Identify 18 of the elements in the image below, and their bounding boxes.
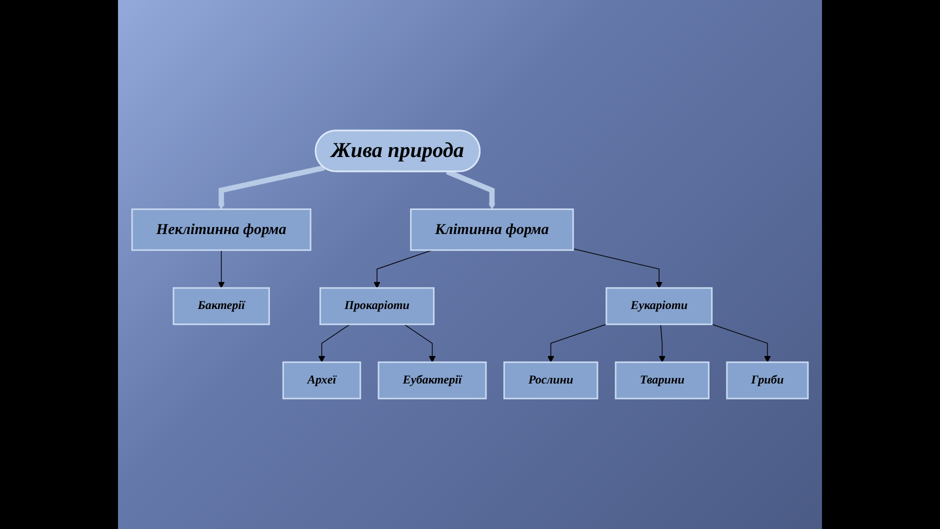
arrow: [318, 324, 350, 362]
arrow: [218, 165, 325, 210]
arrow: [572, 248, 662, 288]
arrow: [404, 324, 436, 362]
arrow: [658, 324, 666, 362]
node-box: Археї: [282, 361, 362, 400]
node-box: Еубактерії: [378, 361, 487, 400]
node-box: Еукаріоти: [606, 287, 713, 326]
node-box: Прокаріоти: [319, 287, 435, 326]
node-box: Клітинна форма: [410, 208, 574, 251]
node-box: Тварини: [614, 361, 710, 400]
arrow: [218, 250, 225, 288]
node-box: Гриби: [726, 361, 809, 400]
arrow: [711, 324, 771, 362]
arrow: [547, 324, 607, 362]
node-box: Неклітинна форма: [131, 208, 312, 251]
node-box: Бактерії: [172, 287, 270, 326]
node-box: Рослини: [503, 361, 598, 400]
